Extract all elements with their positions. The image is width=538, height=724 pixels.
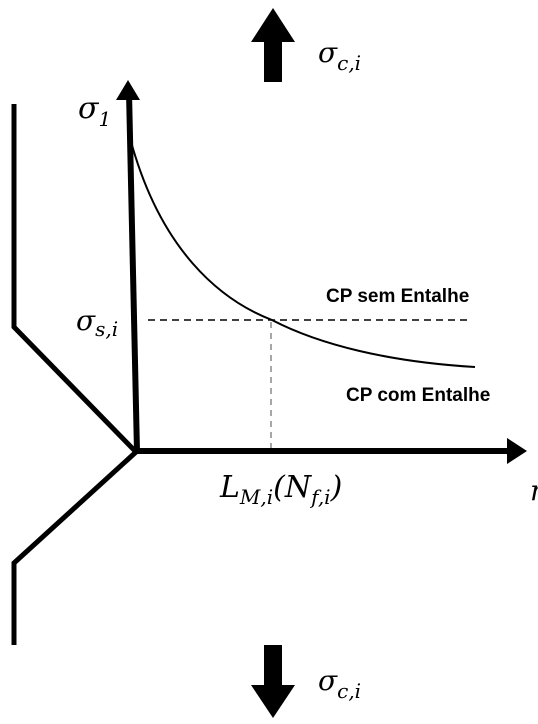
x-axis-arrowhead [507, 438, 527, 464]
load-arrow-bottom [251, 645, 295, 718]
load-arrow-top [251, 8, 295, 82]
stress-top-symbol: σ [318, 36, 338, 69]
critical-distance-symbol: L [219, 470, 240, 505]
cycles-subscript: f,i [309, 485, 330, 509]
stress-top-label: σc,i [318, 36, 361, 75]
stress-level-symbol: σ [76, 304, 96, 337]
stress-top-subscript: c,i [337, 51, 361, 75]
y-axis [126, 91, 140, 453]
stress-distribution-curve [129, 137, 476, 368]
stress-bottom-symbol: σ [318, 664, 338, 697]
stress-level-subscript: s,i [95, 317, 118, 341]
stress-level-label: σs,i [76, 304, 118, 341]
stress-bottom-label: σc,i [318, 664, 361, 703]
notched-specimen-label: CP com Entalhe [346, 385, 490, 406]
notch-outline [11, 104, 140, 645]
critical-distance-subscript: M,i [239, 485, 273, 509]
closing-paren: ) [330, 470, 343, 505]
x-axis-label: r [530, 474, 538, 507]
critical-distance-label: LM,i(Nf,i) [219, 470, 342, 509]
unnotched-specimen-label: CP sem Entalhe [326, 286, 469, 307]
cycles-symbol: (N [273, 470, 313, 505]
y-axis-arrowhead [116, 80, 140, 100]
stress-bottom-subscript: c,i [337, 679, 361, 703]
y-axis-subscript: 1 [98, 107, 111, 131]
y-axis-label: σ1 [78, 91, 111, 131]
y-axis-symbol: σ [78, 91, 100, 126]
